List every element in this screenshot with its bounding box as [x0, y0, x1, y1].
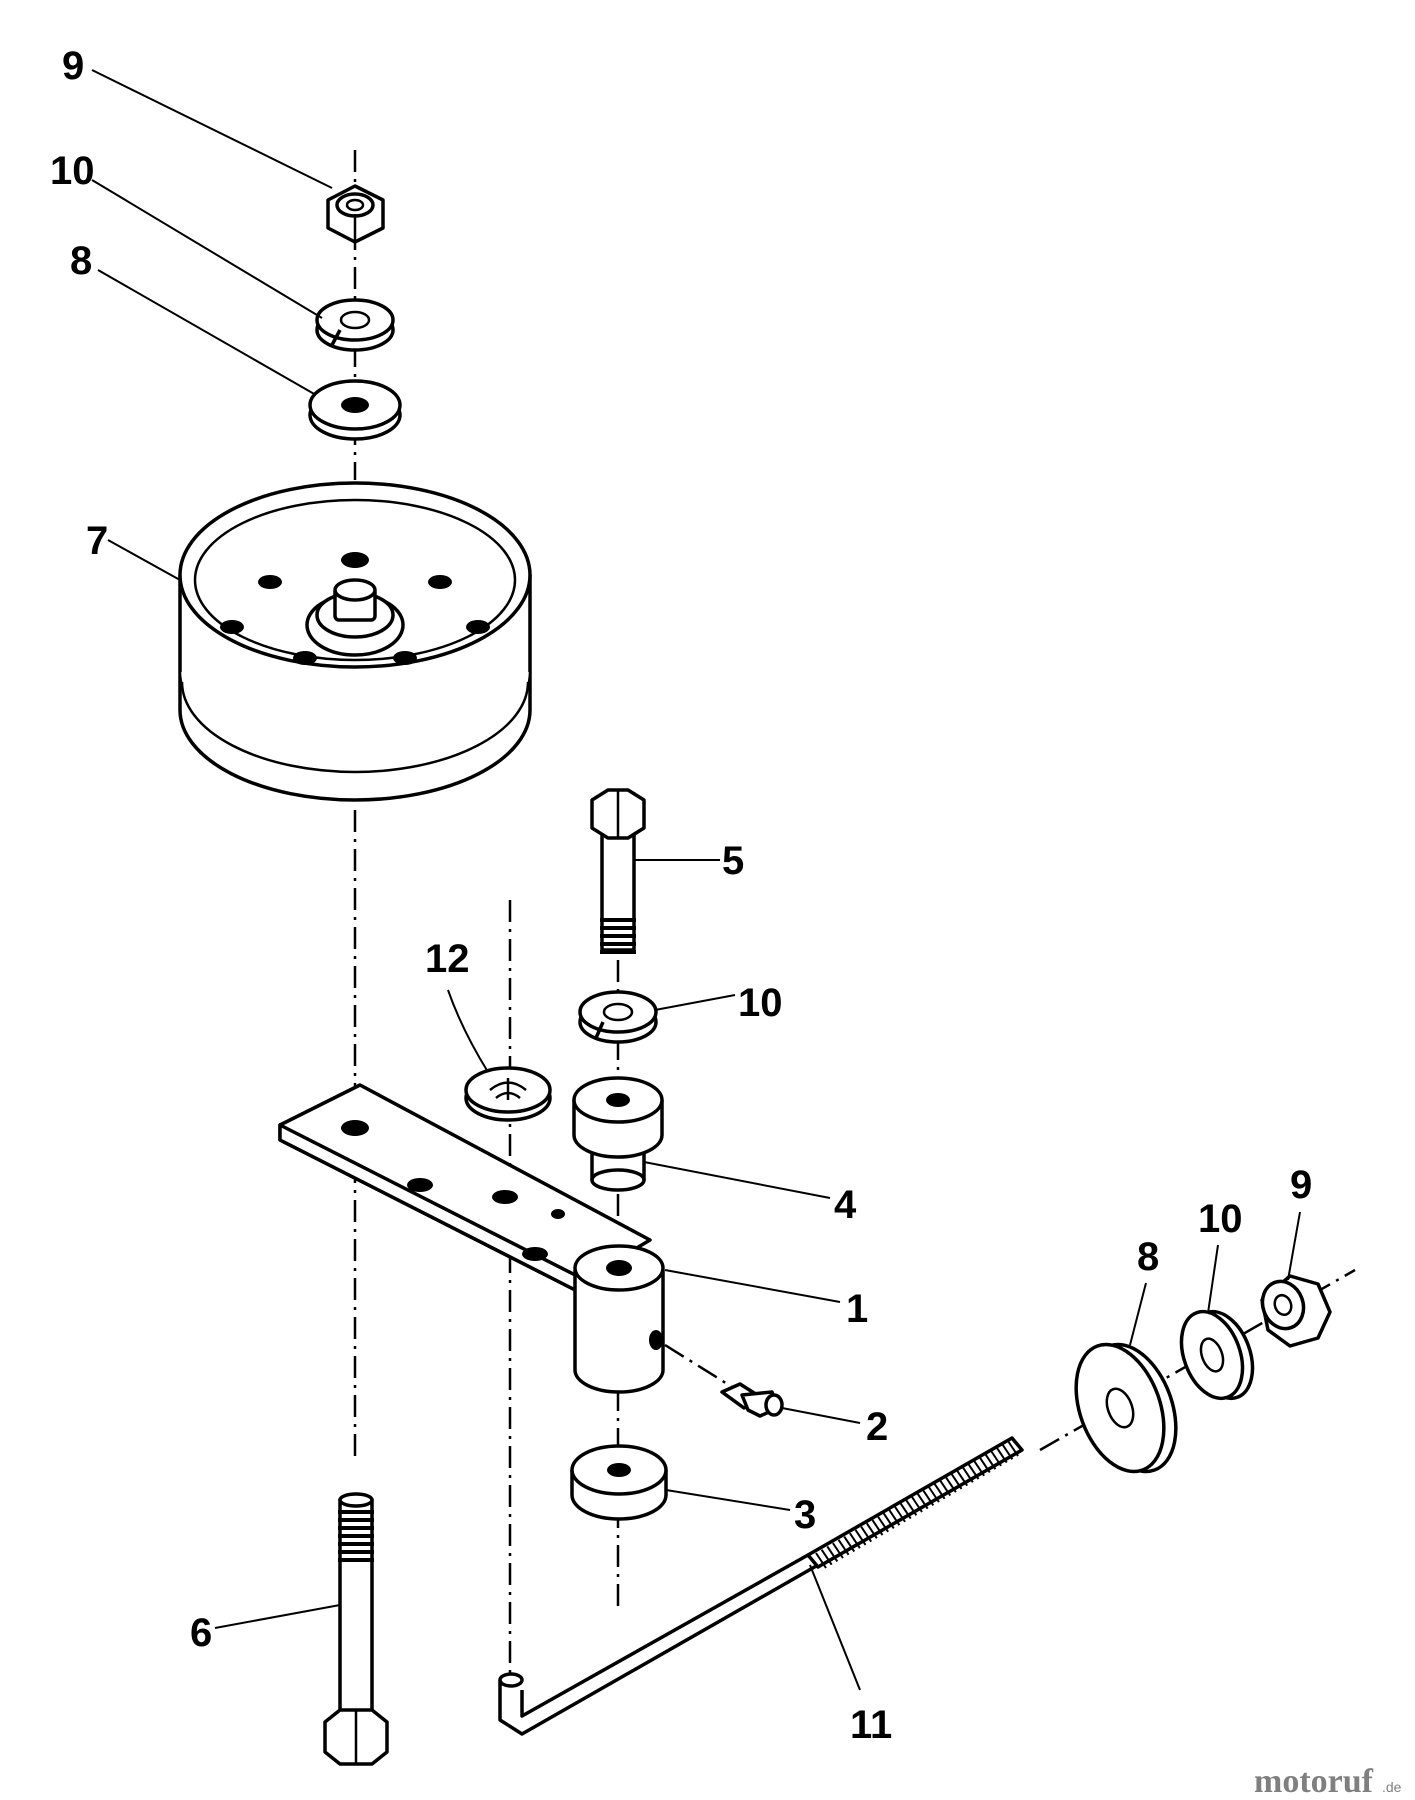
thread-mark	[933, 1483, 946, 1500]
thread-mark	[882, 1512, 895, 1530]
thread-mark	[967, 1463, 980, 1480]
lock-nut-right	[1260, 1274, 1332, 1348]
leader-8-top	[97, 269, 317, 396]
spacer	[570, 1444, 668, 1521]
callout-10-mid: 10	[738, 981, 783, 1025]
thread-mark	[854, 1529, 867, 1546]
leader-12	[447, 989, 489, 1073]
leader-10-mid	[654, 994, 736, 1011]
callout-2: 2	[866, 1405, 888, 1449]
thread-mark	[939, 1479, 952, 1497]
leader-6	[214, 1604, 341, 1629]
callout-3: 3	[794, 1493, 816, 1537]
leader-1	[664, 1269, 841, 1303]
thread-mark	[1007, 1440, 1019, 1457]
idler-arm	[278, 1083, 665, 1394]
thread-mark	[899, 1503, 912, 1520]
flat-washer-right	[1074, 1342, 1178, 1474]
callout-6: 6	[190, 1611, 212, 1655]
idler-pulley	[178, 481, 532, 802]
callout-8-right: 8	[1137, 1235, 1159, 1279]
thread-mark	[950, 1473, 963, 1490]
flanged-bushing	[572, 1076, 664, 1192]
callout-9-top: 9	[62, 44, 84, 88]
thread-mark	[815, 1552, 827, 1569]
bolt-5	[590, 788, 646, 954]
leader-11	[809, 1564, 861, 1691]
leader-9-top	[91, 69, 333, 189]
retaining-clip	[464, 1066, 552, 1122]
flat-washer-top	[308, 379, 402, 441]
callout-4: 4	[834, 1183, 857, 1227]
lock-washer-right	[1179, 1309, 1255, 1401]
thread-mark	[849, 1532, 861, 1549]
thread-mark	[820, 1549, 833, 1566]
thread-mark	[911, 1496, 923, 1513]
thread-mark	[843, 1535, 856, 1553]
thread-mark	[888, 1509, 901, 1526]
callout-7: 7	[86, 519, 108, 563]
grease-fitting	[720, 1382, 784, 1418]
thread-mark	[894, 1506, 906, 1523]
leader-9-right	[1287, 1211, 1301, 1281]
thread-mark	[984, 1453, 997, 1470]
thread-mark	[905, 1499, 918, 1516]
thread-mark	[832, 1542, 844, 1559]
callout-12: 12	[425, 937, 470, 981]
thread-mark	[826, 1545, 839, 1562]
adjusting-rod	[498, 1436, 1024, 1736]
callout-8-top: 8	[70, 239, 92, 283]
lock-washer-mid	[578, 990, 658, 1044]
thread-mark	[877, 1516, 889, 1533]
thread-mark	[978, 1456, 991, 1474]
callout-10-top: 10	[50, 149, 95, 193]
thread-mark	[990, 1450, 1002, 1467]
thread-mark	[928, 1486, 940, 1503]
leader-2	[781, 1407, 861, 1424]
thread-mark	[973, 1460, 985, 1477]
lock-nut-top	[326, 184, 385, 244]
lock-washer-top	[315, 298, 395, 352]
callout-11: 11	[850, 1703, 892, 1747]
callout-1: 1	[846, 1287, 868, 1331]
leader-10-top	[91, 179, 323, 319]
callout-10-right: 10	[1198, 1197, 1243, 1241]
callout-5: 5	[722, 839, 744, 883]
leader-10-right	[1207, 1244, 1219, 1314]
watermark-brand: motoruf	[1254, 1763, 1374, 1800]
leader-8-right	[1129, 1282, 1147, 1346]
thread-mark	[995, 1447, 1008, 1464]
thread-mark	[871, 1519, 884, 1536]
leader-3	[665, 1489, 791, 1511]
thread-mark	[922, 1489, 935, 1506]
watermark-suffix: .de	[1382, 1779, 1402, 1795]
bolt-6	[323, 1492, 389, 1766]
thread-mark	[865, 1522, 878, 1539]
thread-mark	[945, 1476, 957, 1493]
leader-7	[107, 539, 181, 581]
thread-mark	[956, 1470, 969, 1487]
thread-mark	[860, 1526, 873, 1543]
thread-mark	[961, 1466, 974, 1483]
thread-mark	[837, 1539, 850, 1556]
thread-mark	[1001, 1443, 1014, 1460]
callout-9-right: 9	[1290, 1163, 1312, 1207]
rod-thread-marks	[815, 1440, 1019, 1569]
leader-4	[643, 1161, 831, 1199]
thread-mark	[916, 1493, 929, 1510]
